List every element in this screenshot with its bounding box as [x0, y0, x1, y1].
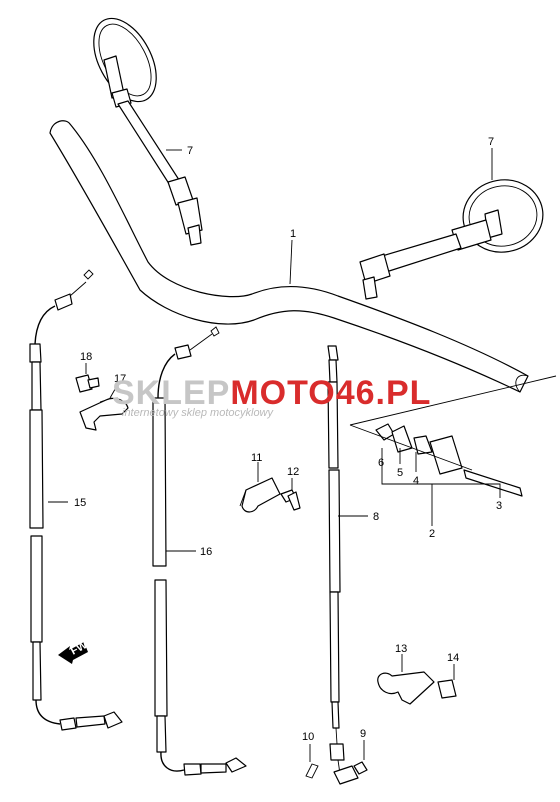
callout-11: 11	[251, 452, 262, 464]
callout-12: 12	[287, 466, 299, 478]
callout-5: 5	[397, 467, 403, 479]
clutch-cable-15[interactable]	[29, 269, 123, 731]
watermark-brand-right: MOTO46.PL	[230, 374, 431, 412]
callout-2: 2	[429, 528, 435, 540]
callout-4: 4	[413, 475, 419, 487]
right-mirror[interactable]	[359, 174, 549, 300]
fwd-arrow: FWD	[58, 635, 97, 664]
watermark: SKLEPMOTO46.PL internetowy sklep motocyk…	[112, 374, 431, 419]
callout-14: 14	[447, 652, 459, 664]
bolt-18[interactable]	[75, 374, 100, 393]
handlebar[interactable]	[49, 120, 529, 393]
bracket-13[interactable]	[377, 671, 435, 705]
bolt-12[interactable]	[280, 489, 301, 511]
watermark-brand: SKLEPMOTO46.PL	[112, 374, 431, 412]
callout-18: 18	[80, 351, 92, 363]
callout-3: 3	[496, 500, 502, 512]
callout-15: 15	[74, 497, 86, 509]
callout-6: 6	[378, 457, 384, 469]
pin-10[interactable]	[305, 763, 319, 779]
leader-lines	[48, 148, 501, 762]
callout-1: 1	[290, 228, 296, 240]
callout-13: 13	[395, 643, 407, 655]
callout-10: 10	[302, 731, 314, 743]
clamp-17[interactable]	[79, 397, 129, 431]
left-mirror[interactable]	[81, 8, 203, 246]
callout-9: 9	[360, 728, 366, 740]
watermark-brand-left: SKLEP	[112, 374, 230, 412]
callout-17: 17	[114, 373, 126, 385]
watermark-tagline: internetowy sklep motocyklowy	[122, 407, 275, 419]
callout-7-right-mirror: 7	[488, 136, 494, 148]
callout-8: 8	[373, 511, 379, 523]
callout-7-left-mirror: 7	[187, 145, 193, 157]
bracket-11[interactable]	[239, 477, 281, 513]
throttle-cable-16[interactable]	[152, 326, 247, 776]
callout-16: 16	[200, 546, 212, 558]
cable-8[interactable]	[327, 345, 359, 785]
bolt-9[interactable]	[353, 761, 368, 775]
bolt-14[interactable]	[437, 679, 457, 699]
bar-end-parts[interactable]	[375, 423, 523, 497]
